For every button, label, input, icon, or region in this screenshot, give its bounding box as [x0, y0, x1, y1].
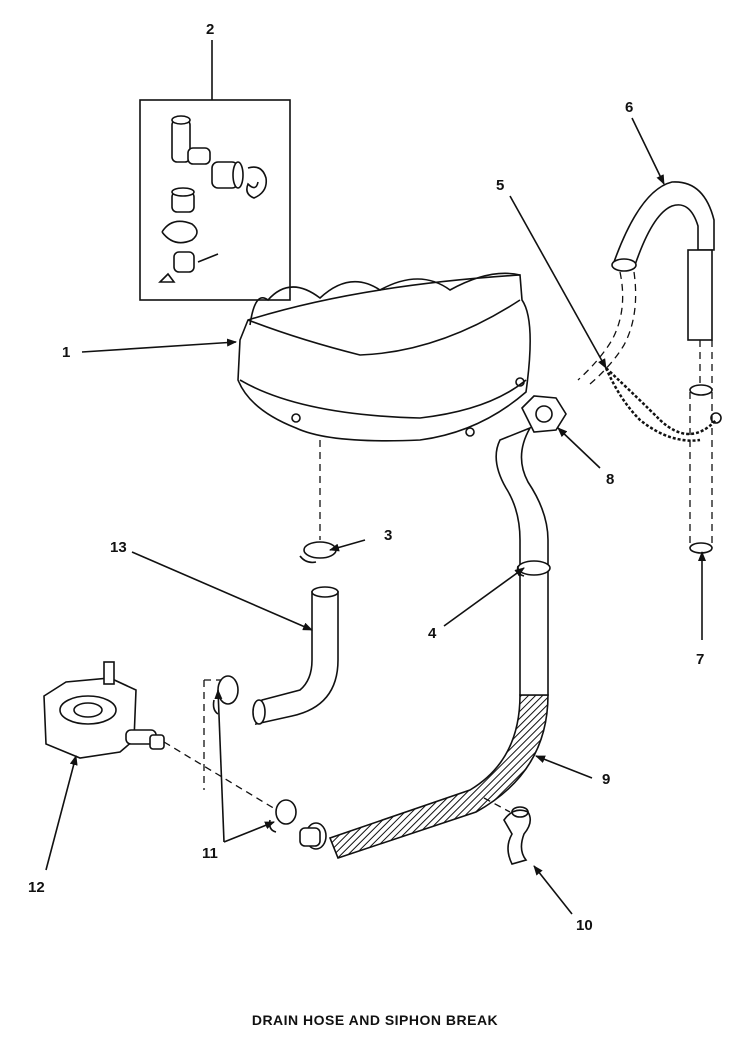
callout-12: 12: [28, 879, 45, 896]
drain-pump: [43, 661, 281, 813]
callout-11: 11: [202, 845, 218, 862]
hex-nut-8: [521, 395, 567, 433]
callout-9: 9: [602, 771, 610, 788]
retaining-chain: [604, 367, 722, 442]
siphon-tube-7: [689, 384, 713, 554]
drain-hose-13: [252, 586, 339, 726]
drain-hose-upper: [495, 426, 549, 696]
diagram-title: DRAIN HOSE AND SIPHON BREAK: [251, 1012, 499, 1028]
hose-clamp-3: [299, 541, 337, 564]
callout-3: 3: [384, 527, 392, 544]
callout-2: 2: [206, 21, 214, 38]
callout-leaders: [45, 117, 706, 915]
hose-clip-10: [483, 797, 532, 865]
siphon-break-6: [577, 181, 715, 390]
callout-6: 6: [625, 99, 633, 116]
callout-1: 1: [62, 344, 70, 361]
callout-13: 13: [110, 539, 127, 556]
callout-7: 7: [696, 651, 704, 668]
callout-4: 4: [428, 625, 437, 642]
corrugated-drain-hose-9: [299, 694, 549, 859]
callout-5: 5: [496, 177, 504, 194]
callout-8: 8: [606, 471, 614, 488]
siphon-break-kit-box: [139, 40, 291, 301]
hose-clamps-11: [212, 675, 297, 833]
tub-base: [237, 272, 531, 540]
callout-10: 10: [576, 917, 593, 934]
